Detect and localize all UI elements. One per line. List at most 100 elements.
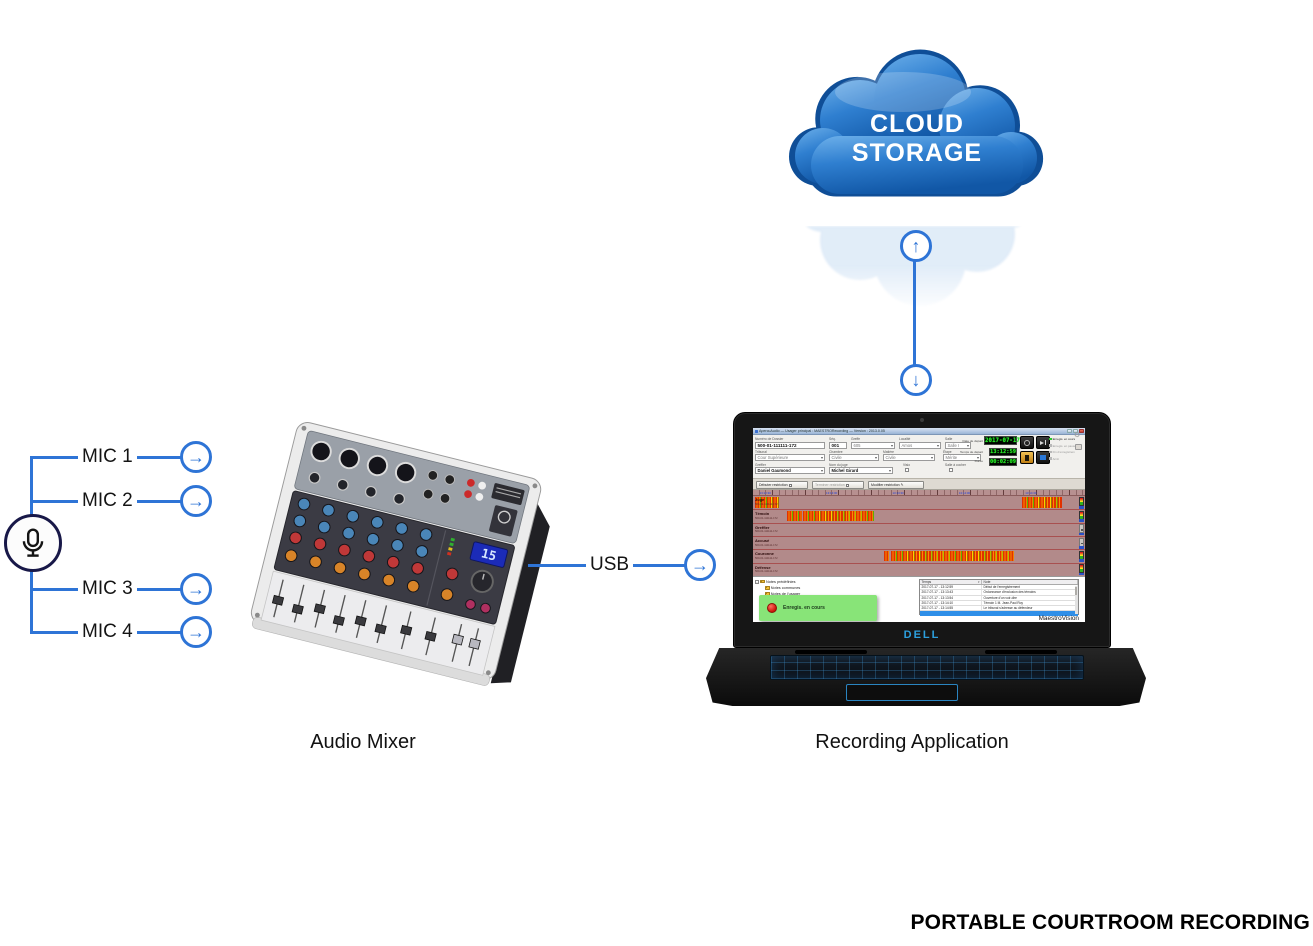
laptop-keyboard[interactable] (770, 655, 1084, 680)
track-temoin[interactable]: Témoin 500-01-111111-172 (753, 509, 1085, 523)
start-date-display: 2017-07-17 (984, 436, 1020, 445)
field-label: Séq. (829, 437, 836, 441)
judge-select[interactable]: Michel Girard (829, 467, 893, 474)
track-greffier[interactable]: Greffier 500-01-111111-172 (753, 522, 1085, 536)
time-tick: 13:12:30 (759, 490, 771, 495)
audio-mixer-image: 15 (250, 422, 550, 686)
column-header-note: Note (982, 579, 1078, 585)
visio-checkbox[interactable] (905, 468, 909, 472)
case-number-field[interactable]: 500-01-111111-172 (755, 441, 825, 449)
recording-toast: Enregis. en cours (759, 595, 877, 621)
cloud-label-line2: STORAGE (852, 139, 982, 167)
status-led-icon (1049, 444, 1052, 447)
app-brand-logo: MaestroVision (1038, 615, 1079, 622)
room-select[interactable]: Salle I (945, 441, 971, 449)
mic3-label: MIC 3 (78, 578, 137, 600)
panel-toggle-button[interactable] (1075, 444, 1082, 450)
tree-toggle-icon[interactable]: - (755, 579, 759, 584)
settings-gear-icon[interactable]: ⚙ (1074, 432, 1081, 439)
checkbox-label: Visio (903, 463, 911, 467)
clock-label: Temps de départ (959, 449, 983, 454)
play-icon (1039, 440, 1044, 445)
tree-root-notes[interactable]: - Notes prédéfinies (755, 579, 796, 584)
chamber-select[interactable]: Civile (829, 454, 879, 461)
mixer-caption: Audio Mixer (310, 731, 416, 753)
level-slider-icon (1079, 524, 1084, 534)
clock-label: Durée (974, 459, 983, 463)
pause-icon (1024, 454, 1027, 461)
notes-scrollbar[interactable] (1075, 586, 1078, 614)
audio-tracks-panel: Juge 500-01-111111-172 Témoin 500-01-111… (753, 496, 1085, 576)
mic2-label: MIC 2 (78, 490, 137, 512)
diagram-title: PORTABLE COURTROOM RECORDING (910, 911, 1310, 934)
edit-restriction-button[interactable]: Modifier restriction ✎ (868, 481, 924, 489)
column-header-temps: Temps▾ (920, 579, 982, 585)
app-title: ApercuAudio — Usager principal : MAESTRO… (759, 429, 885, 434)
tree-item-notes-communes[interactable]: Notes communes (765, 586, 800, 590)
laptop-screen: ApercuAudio — Usager principal : MAESTRO… (753, 428, 1085, 622)
notes-table-header[interactable]: Temps▾ Note (920, 579, 1078, 586)
start-restriction-button[interactable]: Débuter restriction (756, 481, 808, 489)
status-item: Enregis. en pause (1049, 444, 1075, 448)
usb-label: USB (586, 554, 634, 576)
play-icon (1044, 439, 1047, 446)
track-accuse[interactable]: Accusé 500-01-111111-172 (753, 535, 1085, 549)
cloud-link-line (913, 260, 916, 366)
pause-button[interactable] (1020, 451, 1034, 464)
stage-select[interactable]: Mérite (943, 454, 981, 461)
status-recording: Enregis. en cours (1049, 437, 1075, 441)
mixer-display-value: 15 (480, 545, 498, 563)
clerk-select[interactable]: Daniel Gaumond (755, 467, 825, 474)
microphone-icon (4, 514, 62, 572)
room-checkbox[interactable] (949, 468, 953, 472)
restriction-icon (845, 483, 849, 487)
field-label: Localité (899, 437, 911, 441)
level-slider-icon (1079, 537, 1084, 547)
play-button[interactable] (1036, 436, 1050, 449)
duration-display: 00:02:09 (989, 457, 1017, 466)
status-item: Arrêt (1049, 457, 1075, 461)
track-juge[interactable]: Juge 500-01-111111-172 (753, 496, 1085, 509)
time-tick: 13:14:30 (1025, 490, 1037, 495)
time-tick: 13:14:00 (958, 490, 971, 495)
app-titlebar[interactable]: ApercuAudio — Usager principal : MAESTRO… (753, 428, 1085, 435)
vu-meter-icon (1079, 564, 1084, 574)
pause-icon (1027, 454, 1030, 461)
selected-note-row[interactable] (920, 611, 1078, 616)
hinge-slot (795, 650, 867, 654)
close-button[interactable] (1078, 429, 1084, 434)
field-label: Étape (943, 450, 952, 454)
field-label: Tribunal (755, 450, 767, 454)
clock-label: Date de départ (962, 438, 983, 443)
upload-arrow-icon: ↑ (900, 230, 932, 262)
cloud-storage-image: CLOUD STORAGE (782, 48, 1048, 228)
record-button[interactable] (1020, 436, 1034, 449)
tribunal-select[interactable]: Cour Supérieure (755, 454, 825, 461)
cloud-label-line1: CLOUD (870, 110, 964, 138)
webcam-icon (920, 418, 924, 422)
pencil-icon: ✎ (900, 483, 904, 487)
track-couronne[interactable]: Couronne 500-01-111111-172 (753, 549, 1085, 563)
record-icon (1024, 439, 1030, 446)
minimize-button[interactable] (1067, 429, 1072, 434)
laptop-trackpad[interactable] (846, 684, 958, 701)
greffe-select[interactable]: 605 (851, 441, 895, 449)
time-tick: 13:13:30 (892, 490, 904, 495)
locality-select[interactable]: Amos (899, 441, 941, 449)
sequence-field[interactable]: 001 (829, 441, 847, 449)
track-defense[interactable]: Défense 500-01-111111-172 (753, 562, 1085, 576)
end-restriction-button[interactable]: Terminer restriction (812, 481, 864, 489)
status-led-icon (1049, 450, 1052, 454)
timeline-ruler[interactable]: 13:12:30 13:13:00 13:13:30 13:14:00 13:1… (753, 490, 1085, 496)
restriction-icon (788, 483, 792, 487)
stop-icon (1040, 454, 1046, 461)
stop-button[interactable] (1036, 451, 1050, 464)
matter-select[interactable]: Civile (883, 454, 935, 461)
mic4-label: MIC 4 (78, 621, 137, 643)
folder-icon (765, 586, 770, 590)
notes-area: - Notes prédéfinies Notes communes Notes… (753, 576, 1085, 622)
maximize-button[interactable] (1072, 429, 1078, 434)
status-item: Fin d'enregistrement (1049, 450, 1075, 454)
mic1-label: MIC 1 (78, 446, 137, 468)
